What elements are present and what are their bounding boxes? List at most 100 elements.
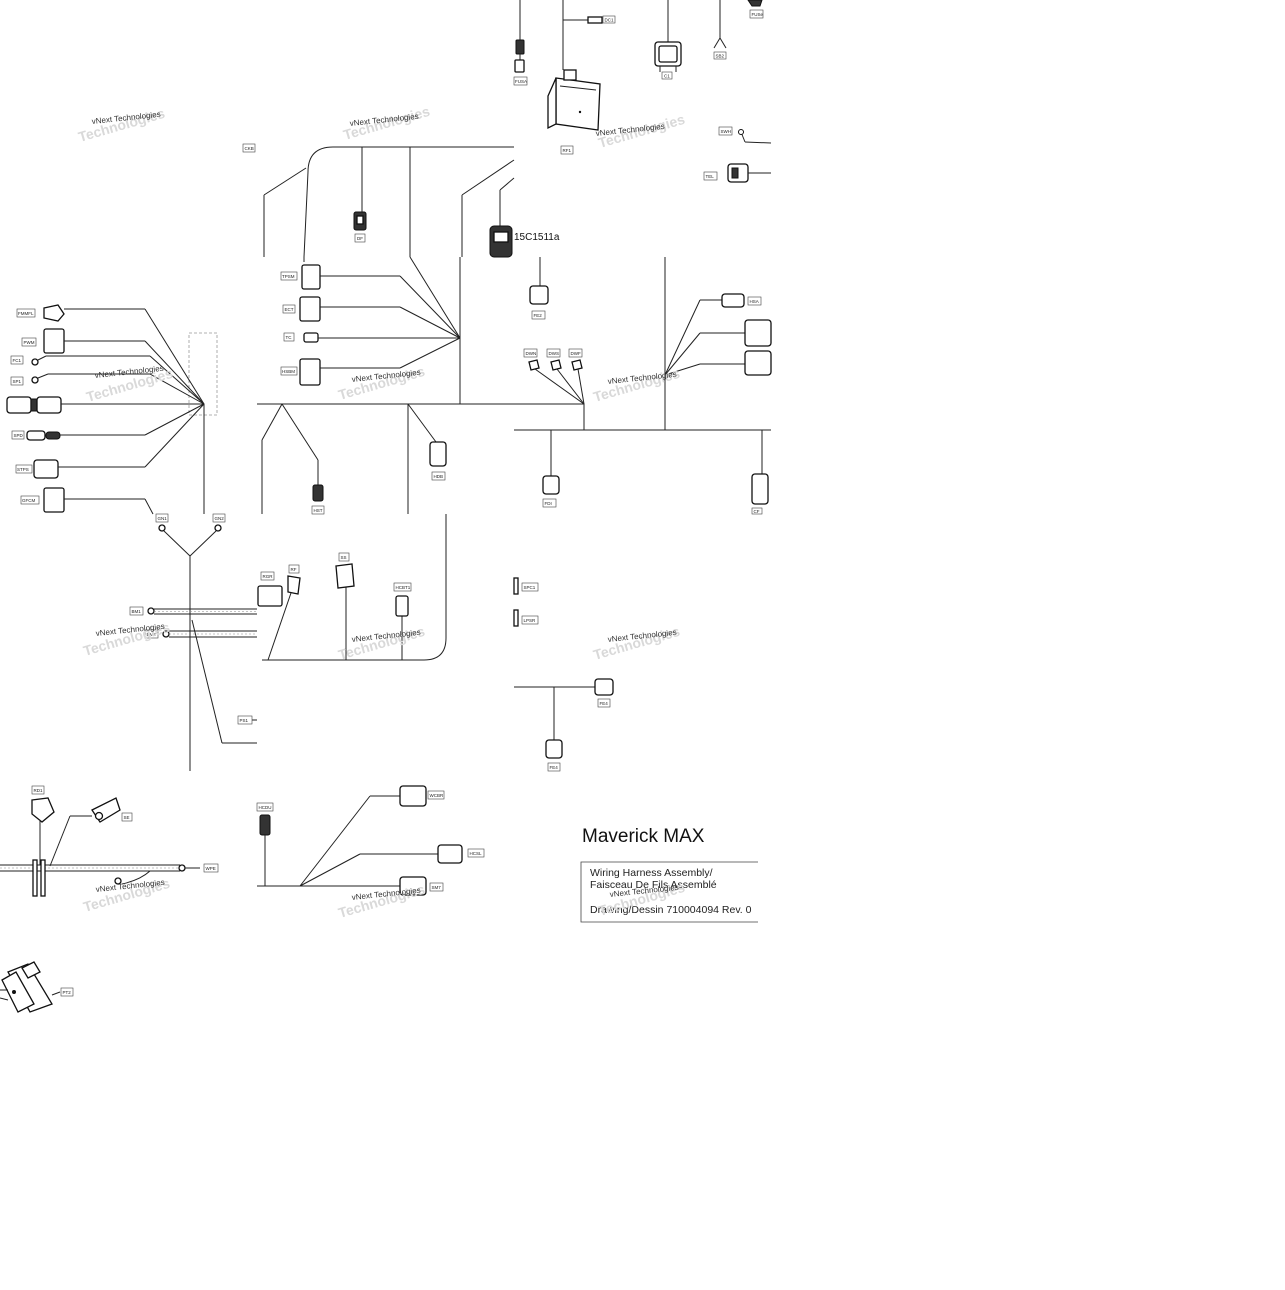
fe2-connector [594,678,614,696]
title-block: Maverick MAX Wiring Harness Assembly/ Fa… [580,826,758,923]
label-dc1: DC1 [605,18,614,23]
ect-connector [299,296,321,322]
hdb-connector [429,441,447,467]
label-ckb: CKB [245,146,254,151]
rgr-connector [257,585,283,607]
hcdu-connector [259,814,271,836]
fusa-connector [515,39,525,55]
label-fe2: FE2 [534,313,543,318]
sm7-connector [399,876,427,896]
hcbt1-connector [395,595,409,617]
label-wpe: WPE [206,866,216,871]
fdi-connector [542,475,560,495]
hsbm-connector [299,358,321,386]
label-ect: ECT [285,307,294,312]
fe4-connector [545,739,563,759]
gn2-ring [214,524,222,532]
label-bm1: BM1 [132,609,142,614]
title-line-2: Faisceau De Fils Assemblé [590,879,717,891]
fun-connector-upper [744,319,772,347]
tile-middle-right: FE2 DWN DWS DWF HSA FDI CF [514,257,772,515]
label-sm7: SM7 [432,885,442,890]
label-swh: SWH [721,129,732,134]
gn1-ring [158,524,166,532]
spc1-connector-edge [513,577,519,595]
label-hsa: HSA [750,299,759,304]
label-rd1: RD1 [34,788,43,793]
label-gn2: GN2 [215,516,225,521]
label-hcbt1: HCBT1 [396,585,411,590]
rf-connector [287,575,301,595]
title-line-3: Drawing/Dessin 710004094 Rev. 0 [590,904,752,916]
fc1-bulb [31,358,39,366]
lpsr-connector-edge [513,609,519,627]
main-connector-left [6,396,32,414]
label-rf1: RF1 [563,148,572,153]
label-sb2: SB2 [716,54,725,59]
label-dws: DWS [549,351,560,356]
label-df: DF [357,236,363,241]
dwf-switch [571,359,583,371]
hsa-connector [721,293,745,308]
label-tc: TC [286,335,293,340]
rd1-connector [31,797,55,823]
label-sp1: SP1 [13,379,22,384]
label-dwn: DWN [526,351,537,356]
tile-bottom-center: HCDU WCBR HCSL SM7 Technologies vNext Te… [256,785,485,921]
label-pt2: PT2 [63,990,72,995]
label-fc1: FC1 [13,358,22,363]
fun-connector-lower [744,350,772,376]
stps-connector [33,459,59,479]
label-fe4: FE4 [600,701,609,706]
label-hst: HST [314,508,323,513]
tile-lower-center: RGR RF SS HCBT1 Technologies vNext Techn… [257,514,447,663]
label-ss: SS [341,555,347,560]
label-gn1: GN1 [158,516,168,521]
hcsl-connector [437,844,463,864]
model-title: Maverick MAX [582,826,705,847]
label-tel: TEL [706,174,715,179]
label-fmmfl: FMMFL [18,311,34,316]
label-hdb: HDB [434,474,444,479]
label-tps: TPSM [282,274,295,279]
label-hcdu: HCDU [259,805,272,810]
wpe-ring [178,864,186,872]
dwn-switch [528,359,540,371]
tile-upper-left: Technologies vNext Technologies [76,105,166,145]
label-fdi: FDI [545,501,552,506]
label-fe4-lower: FE4 [550,765,559,770]
label-c1: C1 [664,74,670,79]
title-line-1: Wiring Harness Assembly/ [590,867,713,879]
label-ps1: PS1 [240,718,249,723]
label-rgr: RGR [263,574,274,579]
label-hcsl: HCSL [470,851,483,856]
hst-connector [312,484,324,502]
tile-center: TPSM ECT TC HSBM HST HDB [257,256,514,515]
tps-connector [301,264,321,290]
tile-upper-middle: CKB DF Technologies vNext Technologies [242,103,515,258]
sp1-bulb [31,376,39,384]
tc-connector [303,332,319,343]
dc1-connector [587,16,603,24]
tile-bottom-left: RD1 SE WPE PT2 Technologi [0,785,219,1013]
label-hsbm: HSBM [282,369,295,374]
figure-code: 15C1511a [514,232,560,243]
label-dwf: DWF [571,351,581,356]
spd-connector [26,430,46,441]
label-lpsr: LPSR [524,618,537,623]
label-gfcm: GFCM [22,498,35,503]
bm1-ring [147,607,155,615]
label-rf: RF [291,567,297,572]
fuse-top-connector [747,0,763,7]
tile-lower-right: SPC1 LPSR FE4 FE4 Technologies vNext Tec… [513,577,682,772]
cf-connector [751,473,769,505]
ss-connector [335,563,355,589]
pt2-component [0,961,61,1013]
label-spd: SPD [14,433,24,438]
tile-middle-left: FMMFL PWM FC1 SP1 SPD [6,304,218,515]
label-cf: CF [754,509,760,514]
label-fuse-top: FUSe [752,12,764,17]
fuse-box [547,69,601,131]
label-spc1: SPC1 [524,585,536,590]
